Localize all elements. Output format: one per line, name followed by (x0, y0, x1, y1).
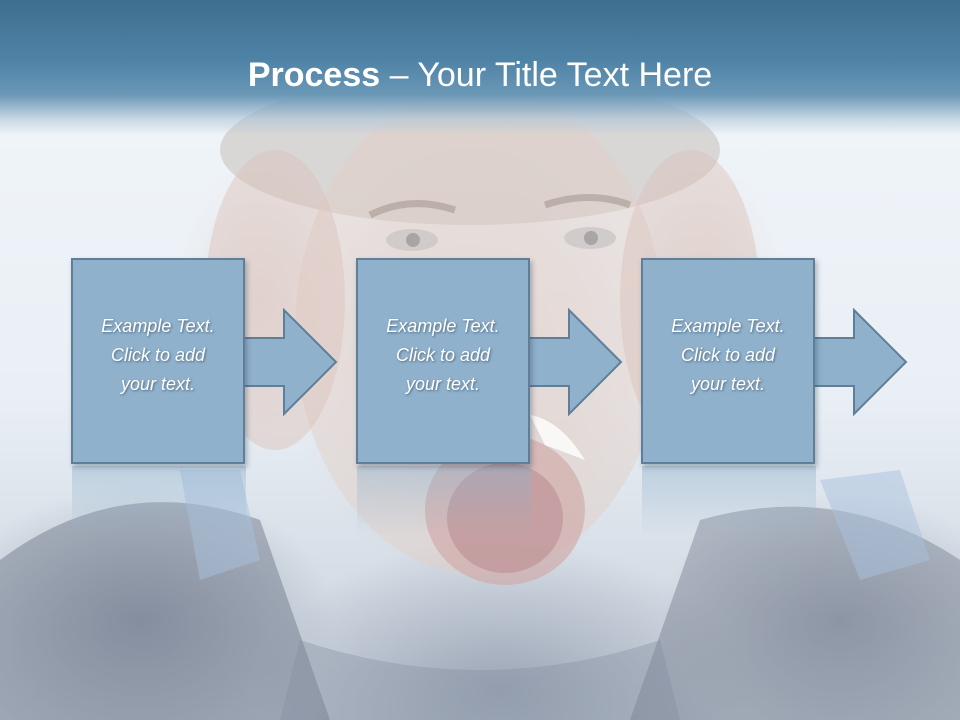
process-step-2[interactable]: Example Text. Click to add your text. (356, 258, 530, 464)
step-line: Click to add (395, 345, 491, 365)
step-line: Example Text. (671, 316, 785, 336)
step-text[interactable]: Example Text. Click to add your text. (358, 312, 528, 399)
step-line: Click to add (680, 345, 776, 365)
arrow-right-icon (525, 308, 623, 416)
arrow-right-icon (240, 308, 338, 416)
arrow-right-icon (810, 308, 908, 416)
slide-title[interactable]: Process – Your Title Text Here (0, 52, 960, 98)
step-line: your text. (405, 374, 481, 394)
step-line: Click to add (110, 345, 206, 365)
process-step-1[interactable]: Example Text. Click to add your text. (71, 258, 245, 464)
step-text[interactable]: Example Text. Click to add your text. (73, 312, 243, 399)
step-reflection (357, 466, 531, 536)
step-reflection (642, 466, 816, 536)
title-bold: Process (247, 56, 381, 94)
title-bar (0, 0, 960, 135)
step-line: Example Text. (101, 316, 215, 336)
step-line: Example Text. (386, 316, 500, 336)
process-step-3[interactable]: Example Text. Click to add your text. (641, 258, 815, 464)
title-rest: – Your Title Text Here (380, 56, 713, 94)
step-text[interactable]: Example Text. Click to add your text. (643, 312, 813, 399)
step-line: your text. (120, 374, 196, 394)
step-reflection (72, 466, 246, 536)
step-line: your text. (690, 374, 766, 394)
